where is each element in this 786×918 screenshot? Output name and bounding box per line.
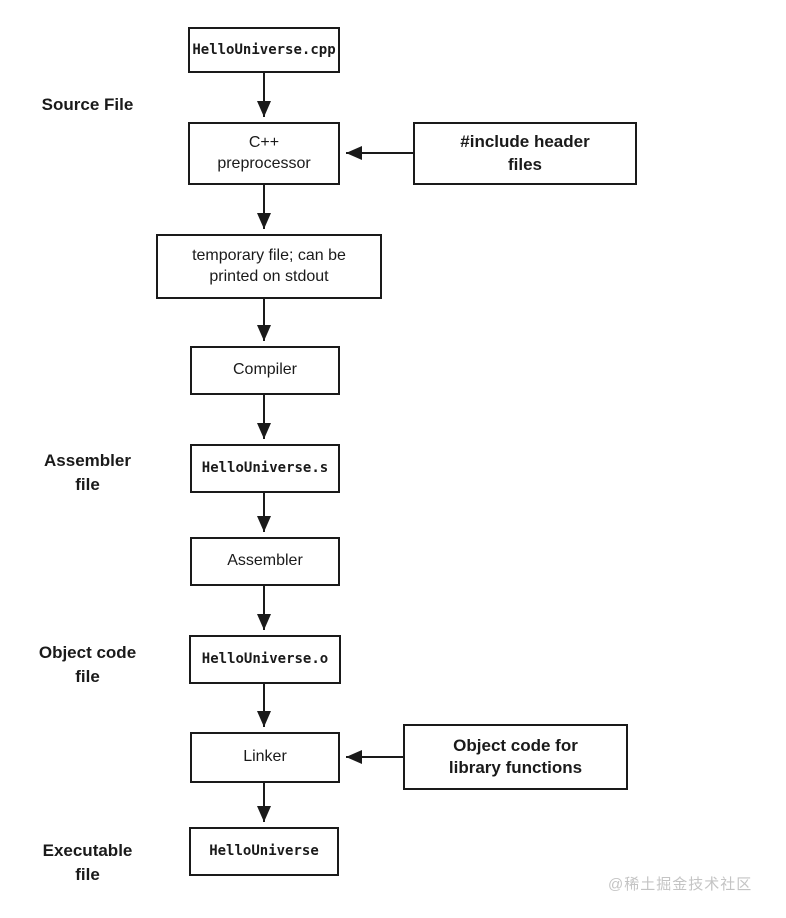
label-object-code-file: Object code file — [38, 643, 137, 686]
node-hellouniverse-o: HelloUniverse.o — [189, 635, 341, 684]
node-hellouniverse-exe: HelloUniverse — [189, 827, 339, 876]
watermark: @稀土掘金技术社区 — [608, 876, 753, 893]
node-linker: Linker — [190, 732, 340, 783]
node-hellouniverse-cpp: HelloUniverse.cpp — [188, 27, 340, 73]
node-include-header-files: #include header files — [413, 122, 637, 185]
node-temporary-file: temporary file; can be printed on stdout — [156, 234, 382, 299]
label-assembler-file: Assembler file — [44, 451, 131, 494]
node-hellouniverse-s: HelloUniverse.s — [190, 444, 340, 493]
node-cpp-preprocessor: C++ preprocessor — [188, 122, 340, 185]
node-assembler: Assembler — [190, 537, 340, 586]
label-executable-file: Executable file — [42, 841, 133, 884]
node-compiler: Compiler — [190, 346, 340, 395]
label-source-file: Source File — [41, 95, 134, 114]
node-object-code-library: Object code for library functions — [403, 724, 628, 790]
